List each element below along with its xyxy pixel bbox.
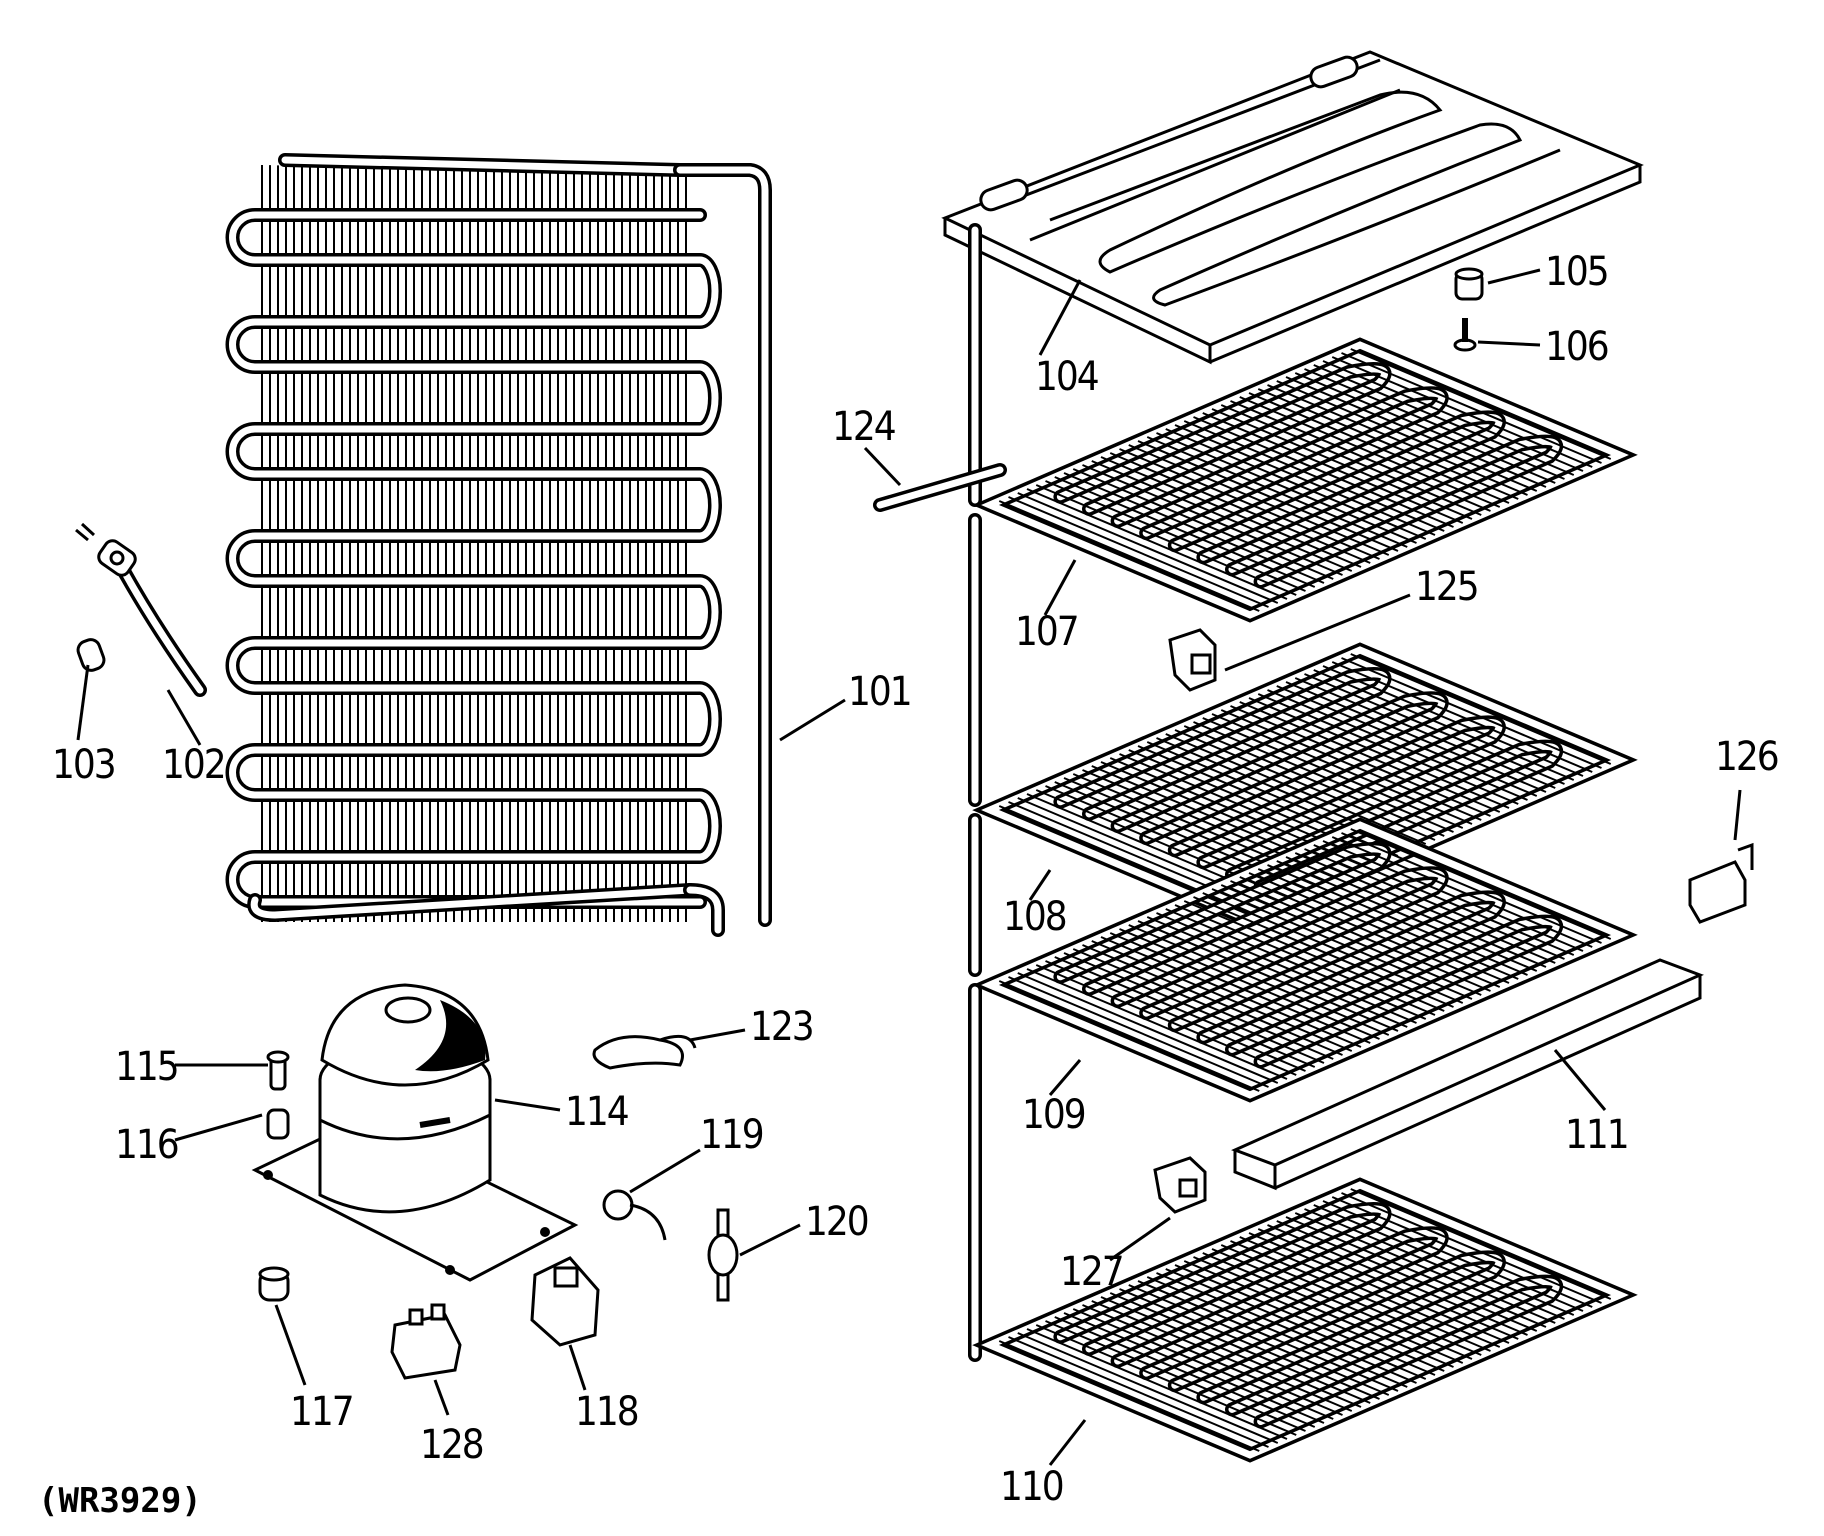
callout-116: 116 (115, 1122, 178, 1168)
callout-119: 119 (700, 1112, 763, 1158)
callout-123: 123 (750, 1004, 813, 1050)
callout-128: 128 (420, 1422, 483, 1468)
evaporator-plate (941, 50, 1644, 365)
bolt-115 (266, 1050, 290, 1091)
callout-110: 110 (1000, 1464, 1063, 1510)
callout-labels: 101 102 103 104 105 106 107 108 109 110 … (38, 249, 1780, 1521)
clip-125 (1168, 628, 1217, 692)
condenser-pipe-inner (676, 166, 769, 924)
wire-shelf (972, 642, 1638, 928)
callout-106: 106 (1545, 324, 1608, 370)
evaporator-shelves (972, 337, 1638, 1463)
bracket-128 (390, 1303, 462, 1380)
sleeve-116 (266, 1108, 290, 1140)
clip-127 (1153, 1156, 1207, 1214)
condenser-pipe (673, 163, 772, 927)
overload-119 (602, 1189, 667, 1241)
diagram-code: (WR3929) (38, 1481, 202, 1521)
callout-124: 124 (832, 404, 895, 450)
relay-118 (530, 1256, 600, 1347)
callout-109: 109 (1022, 1092, 1085, 1138)
callout-118: 118 (575, 1389, 638, 1435)
callout-114: 114 (565, 1089, 628, 1135)
condenser-coil (225, 153, 722, 923)
callout-105: 105 (1545, 249, 1608, 295)
callout-107: 107 (1015, 609, 1078, 655)
screw-106 (1453, 318, 1477, 352)
callout-111: 111 (1565, 1112, 1628, 1158)
wire-shelf (972, 817, 1638, 1103)
spacer-105 (1454, 267, 1484, 301)
leader-lines (76, 268, 1742, 1466)
power-cord (75, 522, 207, 697)
callout-103: 103 (52, 742, 115, 788)
callout-117: 117 (290, 1389, 353, 1435)
wire-shelf (972, 337, 1638, 623)
callout-126: 126 (1715, 734, 1778, 780)
callout-127: 127 (1060, 1249, 1123, 1295)
callout-101: 101 (848, 669, 911, 715)
compressor (251, 983, 579, 1282)
wire-shelf (972, 1177, 1638, 1463)
trim-strip (1231, 958, 1704, 1191)
callout-125: 125 (1415, 564, 1478, 610)
callout-102: 102 (162, 742, 225, 788)
wire-cap (76, 638, 106, 672)
bracket-120 (707, 1208, 739, 1302)
clip-123 (592, 1034, 697, 1070)
callout-115: 115 (115, 1044, 178, 1090)
callout-108: 108 (1003, 894, 1066, 940)
grommet-117 (258, 1266, 290, 1302)
callout-120: 120 (805, 1199, 868, 1245)
clip-126 (1688, 842, 1754, 924)
callout-104: 104 (1035, 354, 1098, 400)
